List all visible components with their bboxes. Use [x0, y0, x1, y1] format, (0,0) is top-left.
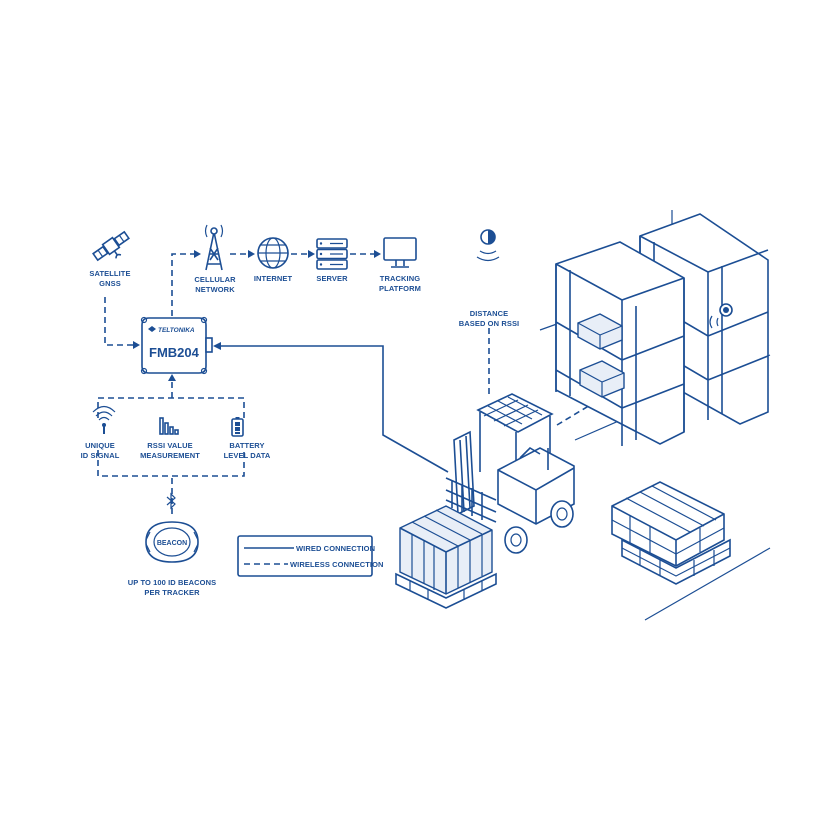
shelf-box-top — [577, 313, 623, 350]
rssi-label-1: RSSI VALUE — [147, 441, 192, 450]
legend: WIRED CONNECTION WIRELESS CONNECTION — [237, 535, 384, 577]
beacon-device: BEACON — [145, 521, 199, 563]
legend-wired-label: WIRED CONNECTION — [296, 544, 375, 553]
unique-id-label-2: ID SIGNAL — [81, 451, 120, 460]
wifi-signal-icon — [92, 405, 116, 434]
beacon-data-link-arrow — [168, 374, 176, 381]
tracking-label-1: TRACKING — [380, 274, 420, 283]
floor-pallets — [611, 481, 731, 585]
legend-wireless-label: WIRELESS CONNECTION — [290, 560, 384, 569]
device-brand: TELTONIKA — [158, 327, 195, 334]
server-icon — [316, 238, 348, 270]
monitor-icon — [383, 237, 417, 268]
shelf-box-bottom — [579, 360, 625, 398]
internet-link-arrow — [248, 250, 255, 258]
teltonika-logo-icon — [148, 326, 156, 332]
distance-label-1: DISTANCE — [470, 309, 509, 318]
cellular-link-line — [171, 253, 198, 316]
satellite-label-1: SATELLITE — [89, 269, 130, 278]
cell-tower-icon — [204, 224, 224, 271]
fmb204-device: TELTONIKA FMB204 — [140, 316, 213, 375]
satellite-link-arrow — [133, 341, 140, 349]
cellular-link-arrow — [194, 250, 201, 258]
forklift — [445, 393, 575, 554]
wired-link-arrow — [213, 342, 221, 350]
signal-bars-icon — [159, 417, 179, 435]
globe-icon — [257, 237, 289, 269]
cellular-label-1: CELLULAR — [194, 275, 236, 284]
rssi-label-2: MEASUREMENT — [140, 451, 200, 460]
beacons-label-1: UP TO 100 ID BEACONS — [128, 578, 216, 587]
satellite-icon — [92, 230, 130, 262]
internet-label: INTERNET — [254, 274, 293, 283]
beacons-label-2: PER TRACKER — [144, 588, 200, 597]
server-link-arrow — [308, 250, 315, 258]
unique-id-label-1: UNIQUE — [85, 441, 115, 450]
beacon-signal-icon — [476, 229, 500, 262]
shelving-unit-front — [555, 241, 685, 446]
cellular-label-2: NETWORK — [195, 285, 235, 294]
beacon-device-label: BEACON — [157, 540, 187, 547]
satellite-label-2: GNSS — [99, 279, 121, 288]
bluetooth-icon — [166, 492, 176, 510]
server-label: SERVER — [316, 274, 348, 283]
forklift-load — [395, 505, 497, 609]
battery-label-1: BATTERY — [229, 441, 264, 450]
battery-label-2: LEVEL DATA — [224, 451, 271, 460]
platform-link-arrow — [374, 250, 381, 258]
wired-link-line — [218, 345, 449, 473]
device-model: FMB204 — [149, 345, 200, 360]
distance-label-2: BASED ON RSSI — [459, 319, 519, 328]
beacon-data-bracket — [97, 397, 245, 477]
satellite-link-line — [104, 297, 138, 346]
tracking-label-2: PLATFORM — [379, 284, 421, 293]
shelf-beacon-icon — [709, 303, 733, 329]
battery-icon — [231, 417, 244, 437]
